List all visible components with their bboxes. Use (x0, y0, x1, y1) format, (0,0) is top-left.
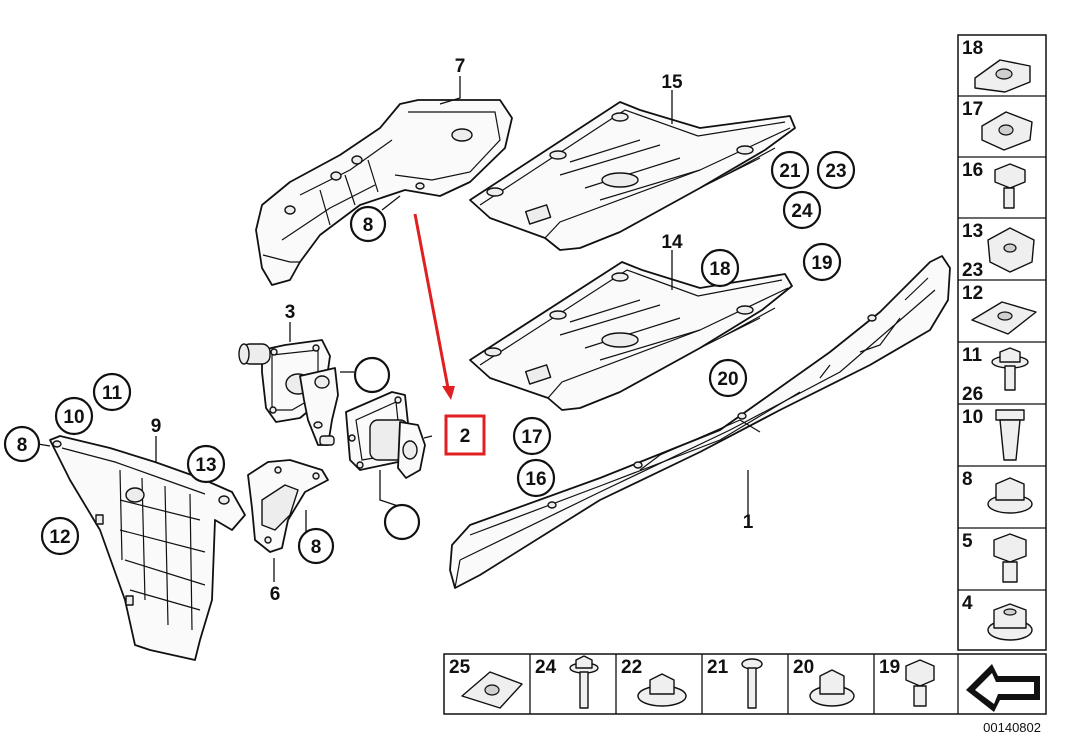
legend-17: 17 (962, 99, 983, 120)
label-2: 2 (460, 426, 471, 447)
hex-nut-icon (637, 673, 687, 707)
hex-screw-icon (994, 163, 1026, 209)
washer-screw-icon (991, 347, 1029, 391)
callout-8-top: 8 (349, 205, 387, 243)
leader-lines (37, 76, 749, 582)
label-1: 1 (743, 512, 754, 533)
clip-nut-icon (987, 227, 1035, 273)
legend-21: 21 (707, 657, 729, 678)
part-7-bracket (255, 99, 513, 286)
svg-text:16: 16 (525, 469, 546, 490)
svg-text:8: 8 (17, 435, 28, 456)
legend-8: 8 (962, 469, 973, 490)
direction-arrow-icon (966, 664, 1040, 712)
callout-13: 13 (186, 444, 226, 484)
callout-8-left: 8 (3, 425, 41, 463)
legend-16: 16 (962, 160, 983, 181)
svg-text:19: 19 (811, 253, 832, 274)
label-15: 15 (661, 72, 683, 93)
callout-20: 20 (708, 358, 748, 398)
legend-24: 24 (535, 657, 557, 678)
callout-24: 24 (782, 190, 822, 230)
callout-18: 18 (700, 248, 740, 288)
svg-text:21: 21 (779, 161, 801, 182)
legend-25: 25 (449, 657, 471, 678)
clip-icon (461, 671, 523, 709)
plate-nut-icon (971, 301, 1037, 335)
part-5-mount-plate (299, 367, 339, 446)
part-6-gusset-plate (247, 459, 329, 553)
legend-22: 22 (621, 657, 642, 678)
svg-text:8: 8 (363, 215, 374, 236)
bottom-legend: 25 24 22 21 20 19 (443, 653, 1047, 715)
svg-text:11: 11 (102, 383, 123, 404)
legend-23: 23 (962, 260, 983, 281)
highlight-box (444, 414, 486, 456)
callout-21: 21 (770, 150, 810, 190)
collar-nut-icon (987, 477, 1033, 514)
circled-callouts: 8 8 8 10 11 12 13 16 17 18 19 20 21 23 2… (3, 150, 856, 565)
callout-16: 16 (516, 458, 556, 498)
legend-13: 13 (962, 221, 983, 242)
callout-23: 23 (816, 150, 856, 190)
screw-icon (741, 658, 763, 709)
label-6: 6 (270, 584, 281, 605)
legend-4: 4 (962, 593, 973, 614)
clip-nut-icon (974, 59, 1031, 93)
callout-12: 12 (40, 516, 80, 556)
svg-text:18: 18 (709, 259, 730, 280)
part-1-bumper-carrier (449, 255, 951, 589)
part-14-cover-panel (469, 261, 793, 411)
callout-11: 11 (92, 372, 132, 412)
svg-text:10: 10 (63, 407, 84, 428)
callout-17: 17 (512, 416, 552, 456)
svg-text:20: 20 (717, 369, 738, 390)
legend-10: 10 (962, 407, 983, 428)
legend-20: 20 (793, 657, 814, 678)
legend-11: 11 (962, 345, 983, 366)
svg-text:24: 24 (791, 201, 813, 222)
hex-bolt-icon (993, 533, 1027, 583)
callout-19: 19 (802, 242, 842, 282)
svg-text:13: 13 (195, 455, 216, 476)
label-14: 14 (661, 232, 683, 253)
washer-screw-icon (569, 655, 599, 709)
diagram-id: 00140802 (983, 720, 1041, 735)
label-7: 7 (455, 56, 466, 77)
svg-text:23: 23 (825, 161, 846, 182)
legend-12: 12 (962, 283, 983, 304)
svg-text:8: 8 (311, 537, 322, 558)
callout-8-gusset: 8 (297, 527, 335, 565)
legend-26: 26 (962, 384, 983, 405)
legend-5: 5 (962, 531, 973, 552)
expanding-nut-icon (995, 409, 1025, 461)
collar-nut-icon (809, 669, 855, 707)
part-9-side-bracket (49, 435, 246, 661)
svg-text:12: 12 (49, 527, 70, 548)
part-4-crash-box (345, 391, 426, 479)
side-legend: 18 17 16 13 23 12 11 26 10 8 5 4 (957, 34, 1047, 651)
flange-nut-icon (987, 603, 1033, 641)
legend-19: 19 (879, 657, 900, 678)
legend-18: 18 (962, 38, 983, 59)
callout-10: 10 (54, 396, 94, 436)
label-3: 3 (285, 302, 296, 323)
part-15-cover-panel (469, 101, 796, 251)
label-9: 9 (151, 416, 162, 437)
spring-clip-icon (981, 111, 1033, 151)
svg-text:17: 17 (521, 427, 542, 448)
highlight-arrow (413, 213, 455, 400)
hex-bolt-icon (905, 659, 935, 707)
